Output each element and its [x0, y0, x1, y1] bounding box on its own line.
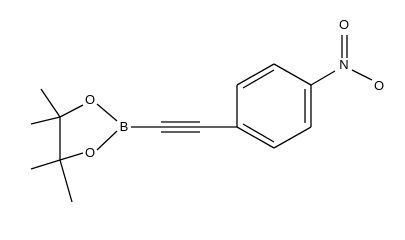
bond-ring-inner-3	[242, 123, 275, 143]
bond-o-bottom-c5	[59, 152, 84, 161]
bond-methyl-4	[59, 159, 73, 203]
bond-ring-5	[273, 126, 312, 149]
bond-ring-6	[236, 126, 275, 149]
atom-oxygen-ring-bottom: O	[85, 145, 95, 160]
bond-methyl-2	[30, 116, 61, 125]
atom-nitrogen: N	[339, 57, 348, 72]
atom-oxygen-nitro-right: O	[374, 78, 384, 93]
bond-ring-2	[236, 63, 275, 86]
structure-canvas: B O O N O O	[30, 17, 384, 203]
bond-b-o-top	[96, 103, 118, 122]
atom-oxygen-ring-top: O	[85, 92, 95, 107]
bond-ring-inner-1	[242, 69, 275, 89]
molecule-structure: B O O N O O	[30, 17, 384, 203]
atom-boron: B	[120, 119, 129, 134]
bond-methyl-3	[30, 159, 61, 170]
bond-n-o-right	[351, 69, 373, 81]
bond-b-o-bottom	[96, 130, 118, 151]
bond-methyl-1	[40, 88, 61, 118]
bond-ring-n	[310, 70, 336, 86]
bond-o-top-c4	[59, 104, 84, 118]
atom-oxygen-nitro-top: O	[339, 17, 349, 32]
bond-ring-3	[273, 63, 312, 86]
